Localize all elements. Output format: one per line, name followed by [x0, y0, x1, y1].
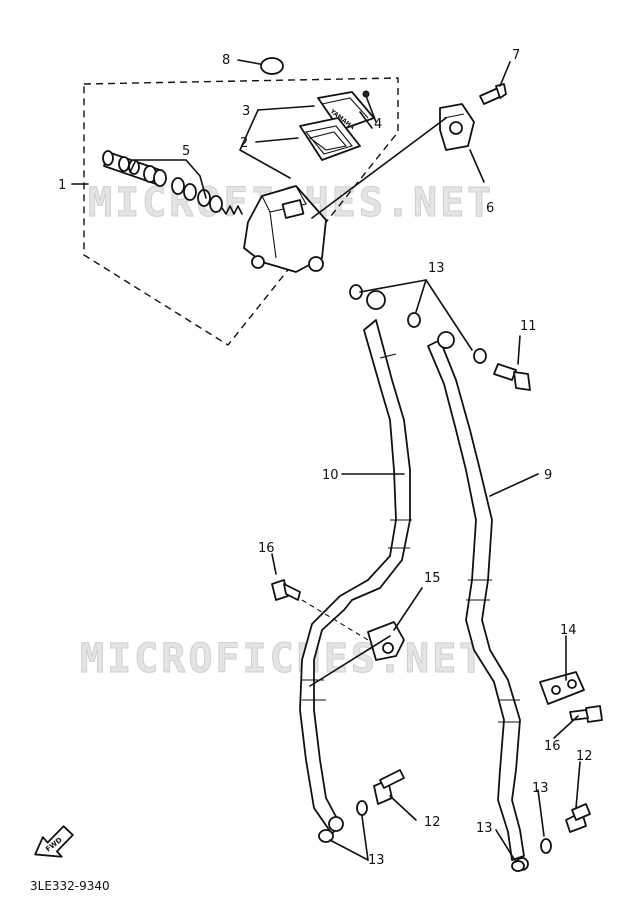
part-16-bolt-right: [569, 705, 603, 723]
part-8-cap: [260, 57, 284, 75]
master-cylinder-body: [243, 185, 327, 273]
part-4-screw: [362, 90, 377, 123]
callout-11: 11: [520, 319, 537, 334]
callout-15: 15: [424, 571, 441, 586]
callout-7: 7: [512, 48, 520, 63]
callout-3: 3: [242, 104, 250, 119]
diagram-code: 3LE332-9340: [30, 879, 110, 893]
clamp-dashed-link: [301, 599, 369, 641]
callout-13-mid-right: 13: [532, 781, 549, 796]
brake-hose-10: [299, 290, 412, 835]
callout-2: 2: [240, 136, 248, 151]
callout-16-left: 16: [258, 541, 275, 556]
brake-hose-9: [427, 331, 529, 871]
callout-13-top: 13: [428, 261, 445, 276]
callout-10: 10: [322, 468, 339, 483]
leader-lines: [71, 59, 581, 863]
callout-5-piston: 5: [182, 144, 190, 159]
part-13-washers: [318, 284, 552, 872]
fwd-arrow-icon: FWD: [34, 825, 74, 858]
part-16-bolt-left: [271, 579, 301, 601]
part-6-bracket: [439, 103, 475, 151]
part-7-bolt: [479, 83, 507, 105]
callout-numbers: 1 8 3 4 2 5 7 6 13 11 10 9 16 15 14 16 1…: [58, 48, 593, 868]
watermark-bottom: MICROFICHES.NET: [80, 636, 486, 682]
part-12-bolt-left: [373, 769, 405, 805]
callout-14: 14: [560, 623, 577, 638]
callout-12-left: 12: [424, 815, 441, 830]
callout-16-right: 16: [544, 739, 561, 754]
callout-6: 6: [486, 201, 494, 216]
part-11-bolt: [493, 363, 531, 391]
callout-1: 1: [58, 178, 66, 193]
part-14-bracket: [539, 671, 585, 705]
callout-12-right: 12: [576, 749, 593, 764]
callout-8: 8: [222, 53, 230, 68]
part-2-diaphragm: [299, 117, 361, 161]
callout-13-bottom-left: 13: [368, 853, 385, 868]
callout-4: 4: [374, 117, 382, 132]
callout-9: 9: [544, 468, 552, 483]
callout-13-bottom-right: 13: [476, 821, 493, 836]
part-15-clamp: [367, 621, 405, 661]
part-12-bolt-right: [565, 803, 591, 833]
